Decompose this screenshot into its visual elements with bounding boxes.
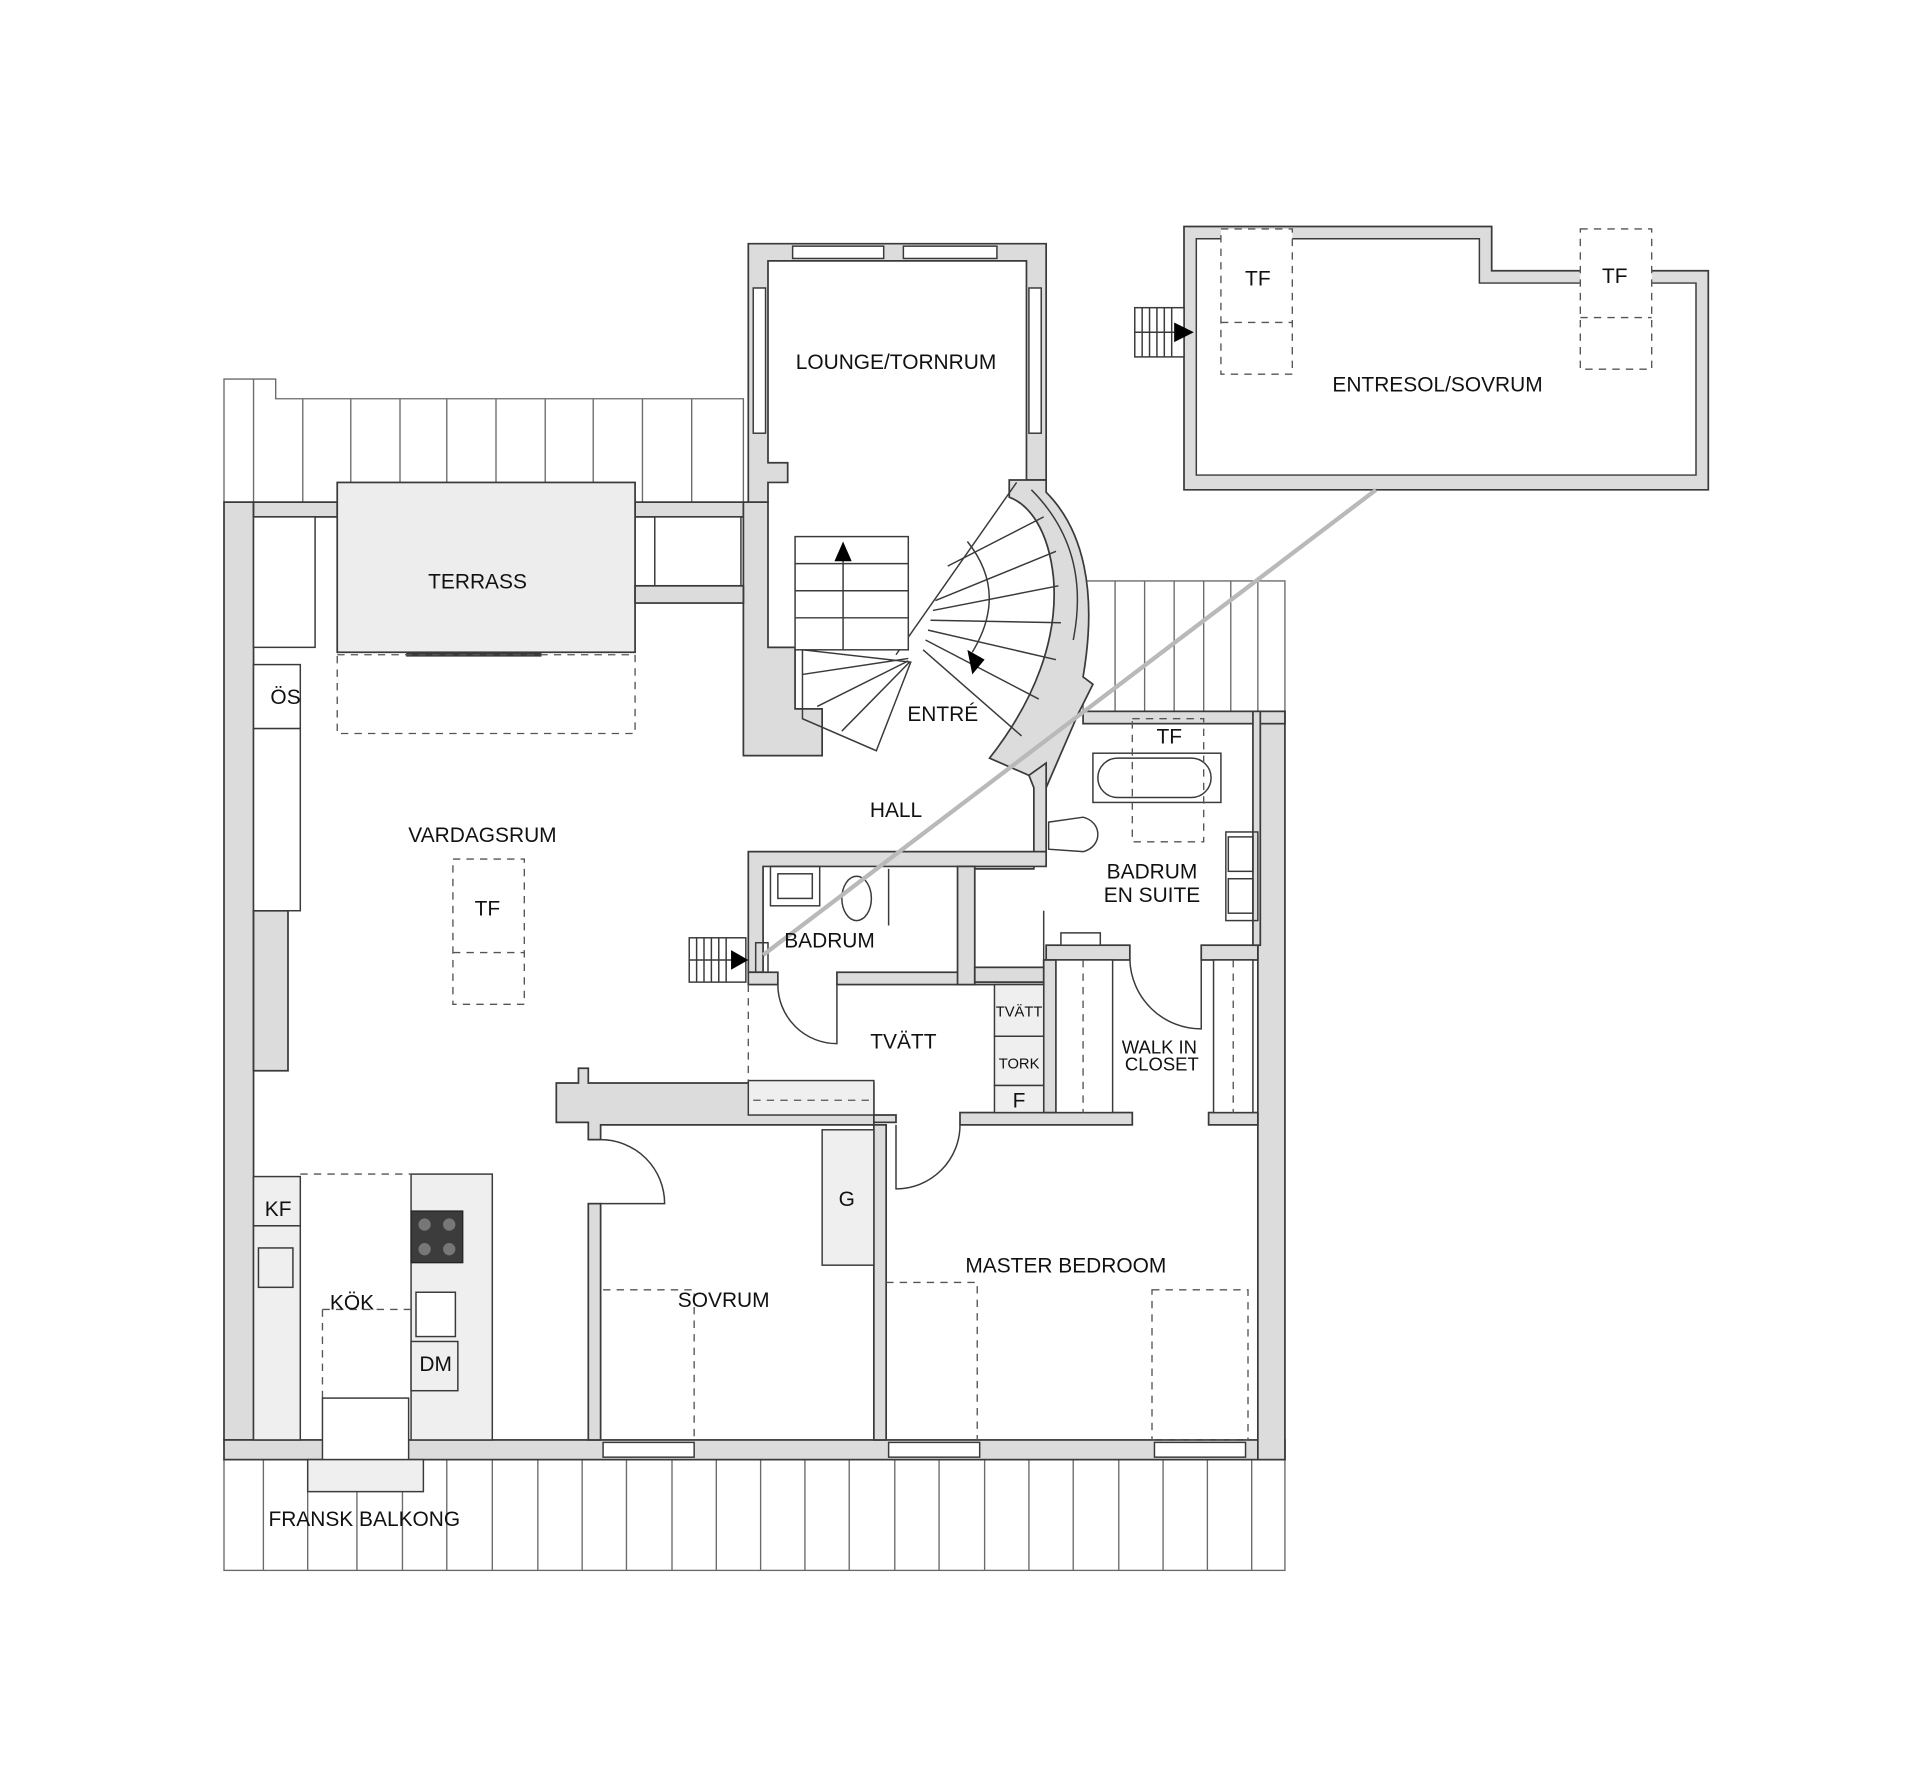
label-master-bedroom: MASTER BEDROOM bbox=[965, 1255, 1166, 1278]
stair-up-arrow bbox=[834, 541, 852, 562]
label-sovrum: SOVRUM bbox=[678, 1289, 770, 1312]
terrace bbox=[252, 481, 745, 735]
label-terrass: TERRASS bbox=[428, 570, 527, 593]
label-f: F bbox=[1013, 1090, 1026, 1113]
label-os: ÖS bbox=[270, 686, 300, 709]
kitchen bbox=[252, 1173, 494, 1493]
label-entresol: ENTRESOL/SOVRUM bbox=[1332, 373, 1542, 396]
outer-walls bbox=[223, 501, 1286, 1461]
bedroom-fixtures bbox=[602, 1281, 1249, 1458]
label-hall: HALL bbox=[870, 799, 922, 822]
label-g: G bbox=[839, 1188, 855, 1211]
label-badrum-en-suite-2: EN SUITE bbox=[1104, 884, 1200, 907]
label-tf-entresol-1: TF bbox=[1245, 268, 1271, 291]
tower bbox=[747, 242, 1095, 789]
entresol bbox=[1134, 225, 1710, 491]
spiral-staircase bbox=[895, 482, 1079, 737]
badrum-fixtures bbox=[754, 865, 890, 974]
label-tf-vardagsrum: TF bbox=[475, 898, 501, 921]
straight-staircase bbox=[794, 535, 912, 752]
roof-top-left bbox=[223, 378, 745, 503]
interior-walls bbox=[555, 710, 1262, 1441]
stair-down-arrow bbox=[967, 649, 985, 675]
en-suite-fixtures bbox=[1042, 718, 1259, 968]
vardagsrum-fixtures bbox=[252, 663, 749, 1081]
label-walk-in-1: WALK IN bbox=[1122, 1036, 1197, 1057]
label-badrum-en-suite-1: BADRUM bbox=[1107, 861, 1198, 884]
laundry-stack bbox=[993, 983, 1045, 1114]
label-badrum: BADRUM bbox=[784, 930, 875, 953]
label-fransk-balkong: FRANSK BALKONG bbox=[268, 1508, 460, 1531]
label-tf-entresol-2: TF bbox=[1602, 265, 1628, 288]
label-dm: DM bbox=[419, 1353, 452, 1376]
entresol-access-stair bbox=[688, 937, 749, 983]
label-kok: KÖK bbox=[330, 1291, 374, 1314]
room-labels: LOUNGE/TORNRUM ENTRESOL/SOVRUM TF TF TER… bbox=[265, 265, 1628, 1531]
label-tork: TORK bbox=[999, 1056, 1040, 1072]
label-lounge: LOUNGE/TORNRUM bbox=[796, 351, 997, 374]
label-tf-en-suite: TF bbox=[1156, 725, 1182, 748]
label-tvatt-machine: TVÄTT bbox=[996, 1004, 1043, 1021]
entresol-stair bbox=[1134, 306, 1194, 358]
label-vardagsrum: VARDAGSRUM bbox=[408, 824, 556, 847]
label-tvatt: TVÄTT bbox=[870, 1031, 936, 1054]
entresol-connector-line bbox=[761, 488, 1378, 957]
stove-icon bbox=[410, 1210, 464, 1264]
label-walk-in-2: CLOSET bbox=[1125, 1054, 1199, 1075]
label-kf: KF bbox=[265, 1198, 292, 1221]
label-entre: ENTRÉ bbox=[907, 703, 978, 726]
